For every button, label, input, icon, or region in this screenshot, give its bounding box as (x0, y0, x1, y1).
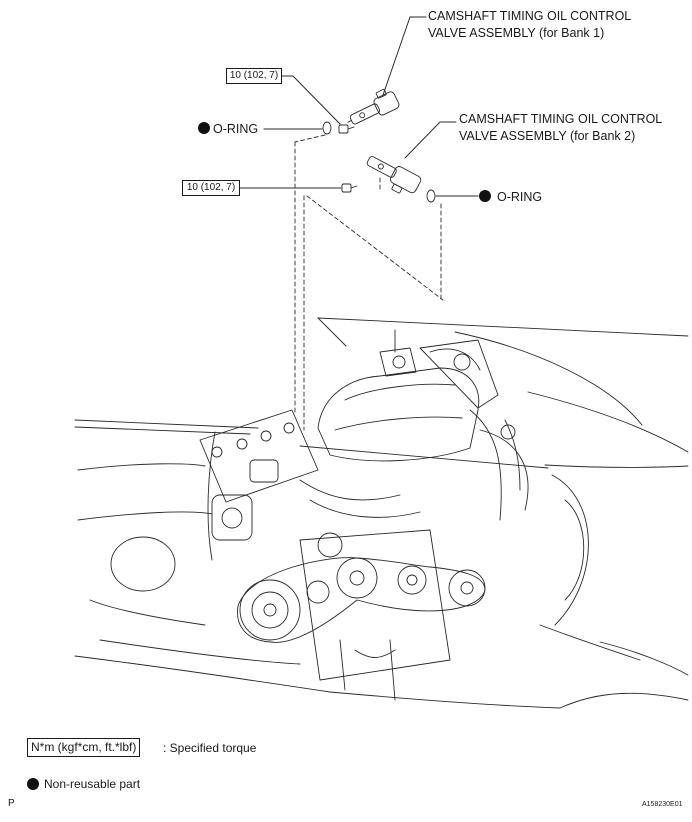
vehicle-body-outline (74, 317, 689, 709)
non-reusable-marker-icon (198, 122, 210, 134)
non-reusable-marker-icon (479, 190, 491, 202)
o-ring-label-bank2: O-RING (497, 190, 543, 204)
legend-non-reusable: Non-reusable part (44, 777, 141, 791)
legend-torque-description: : Specified torque (163, 741, 257, 755)
valve-assembly-bank1 (347, 88, 400, 125)
non-reusable-marker-icon (27, 778, 39, 790)
bolt-bank1 (338, 124, 355, 134)
o-ring-bank2 (426, 189, 436, 203)
o-ring-label-bank1: O-RING (213, 122, 259, 136)
callout-valve-bank2: CAMSHAFT TIMING OIL CONTROL VALVE ASSEMB… (459, 111, 662, 145)
figure-code: A158230E01 (642, 801, 683, 808)
torque-spec-bank1: 10 (102, 7) (226, 68, 282, 84)
callout-valve-bank1-line1: CAMSHAFT TIMING OIL CONTROL (428, 9, 632, 23)
torque-spec-bank2: 10 (102, 7) (182, 180, 240, 196)
valve-assembly-bank2 (366, 156, 422, 194)
page-marker: P (8, 798, 15, 809)
o-ring-bank1 (322, 121, 332, 135)
callout-valve-bank1-line2: VALVE ASSEMBLY (for Bank 1) (428, 26, 605, 40)
callout-valve-bank2-line2: VALVE ASSEMBLY (for Bank 2) (459, 129, 636, 143)
headlight (110, 536, 176, 592)
installation-guide-lines (294, 134, 444, 431)
callout-valve-bank2-line1: CAMSHAFT TIMING OIL CONTROL (459, 112, 663, 126)
engine-assembly (199, 329, 529, 701)
bolt-bank2 (341, 183, 358, 193)
callout-valve-bank1: CAMSHAFT TIMING OIL CONTROL VALVE ASSEMB… (428, 8, 631, 42)
leader-lines (239, 16, 479, 197)
legend-torque-unit: N*m (kgf*cm, ft.*lbf) (27, 738, 141, 757)
